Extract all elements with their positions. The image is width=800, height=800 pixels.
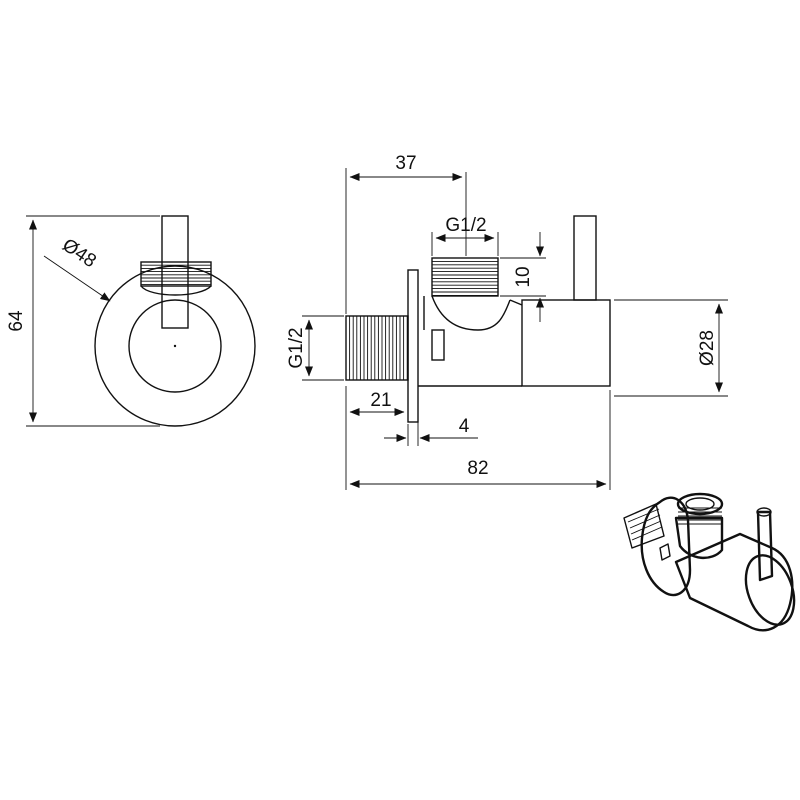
side-view: 37 G1/2 10 G1/2 Ø28	[286, 153, 728, 490]
escutcheon-circle	[94, 265, 256, 427]
overall-length-label: 82	[467, 458, 488, 479]
flange	[407, 269, 419, 423]
diameter-label: Ø48	[58, 235, 100, 272]
body-circle	[128, 299, 222, 393]
front-handle-lever	[161, 215, 189, 329]
side-handle-lever	[573, 215, 597, 301]
neck-right-line	[509, 299, 523, 306]
outlet-thread	[431, 257, 499, 297]
inlet-thread-dimension: G1/2	[286, 315, 344, 381]
outlet-thread-length-dimension: 10	[500, 232, 546, 322]
outlet-thread-length-label: 10	[513, 266, 534, 287]
body-diameter-label: Ø28	[697, 330, 718, 366]
front-view: 64 Ø48	[6, 215, 256, 427]
flange-thickness-dimension: 4	[384, 416, 478, 446]
offset-label: 37	[395, 153, 416, 174]
body-diameter-dimension: Ø28	[614, 299, 728, 397]
outlet-thread-dimension: G1/2	[431, 215, 499, 256]
diameter-leader: Ø48	[43, 235, 111, 302]
height-label: 64	[6, 310, 27, 332]
center-point	[173, 344, 177, 348]
overall-length-dimension: 82	[345, 386, 611, 490]
front-outlet-thread	[140, 261, 212, 296]
outlet-thread-label: G1/2	[445, 215, 486, 236]
flange-thickness-label: 4	[459, 416, 470, 437]
outlet-neck	[431, 295, 511, 331]
offset-dimension: 37	[345, 153, 467, 314]
inlet-thread-label: G1/2	[286, 327, 307, 368]
inlet-thread	[345, 315, 409, 381]
inlet-length-dimension: 21	[349, 390, 419, 446]
height-dimension: 64	[6, 215, 160, 427]
isometric-view	[623, 492, 796, 632]
small-nut	[431, 329, 445, 361]
valve-body	[521, 299, 611, 387]
inlet-length-label: 21	[370, 390, 391, 411]
